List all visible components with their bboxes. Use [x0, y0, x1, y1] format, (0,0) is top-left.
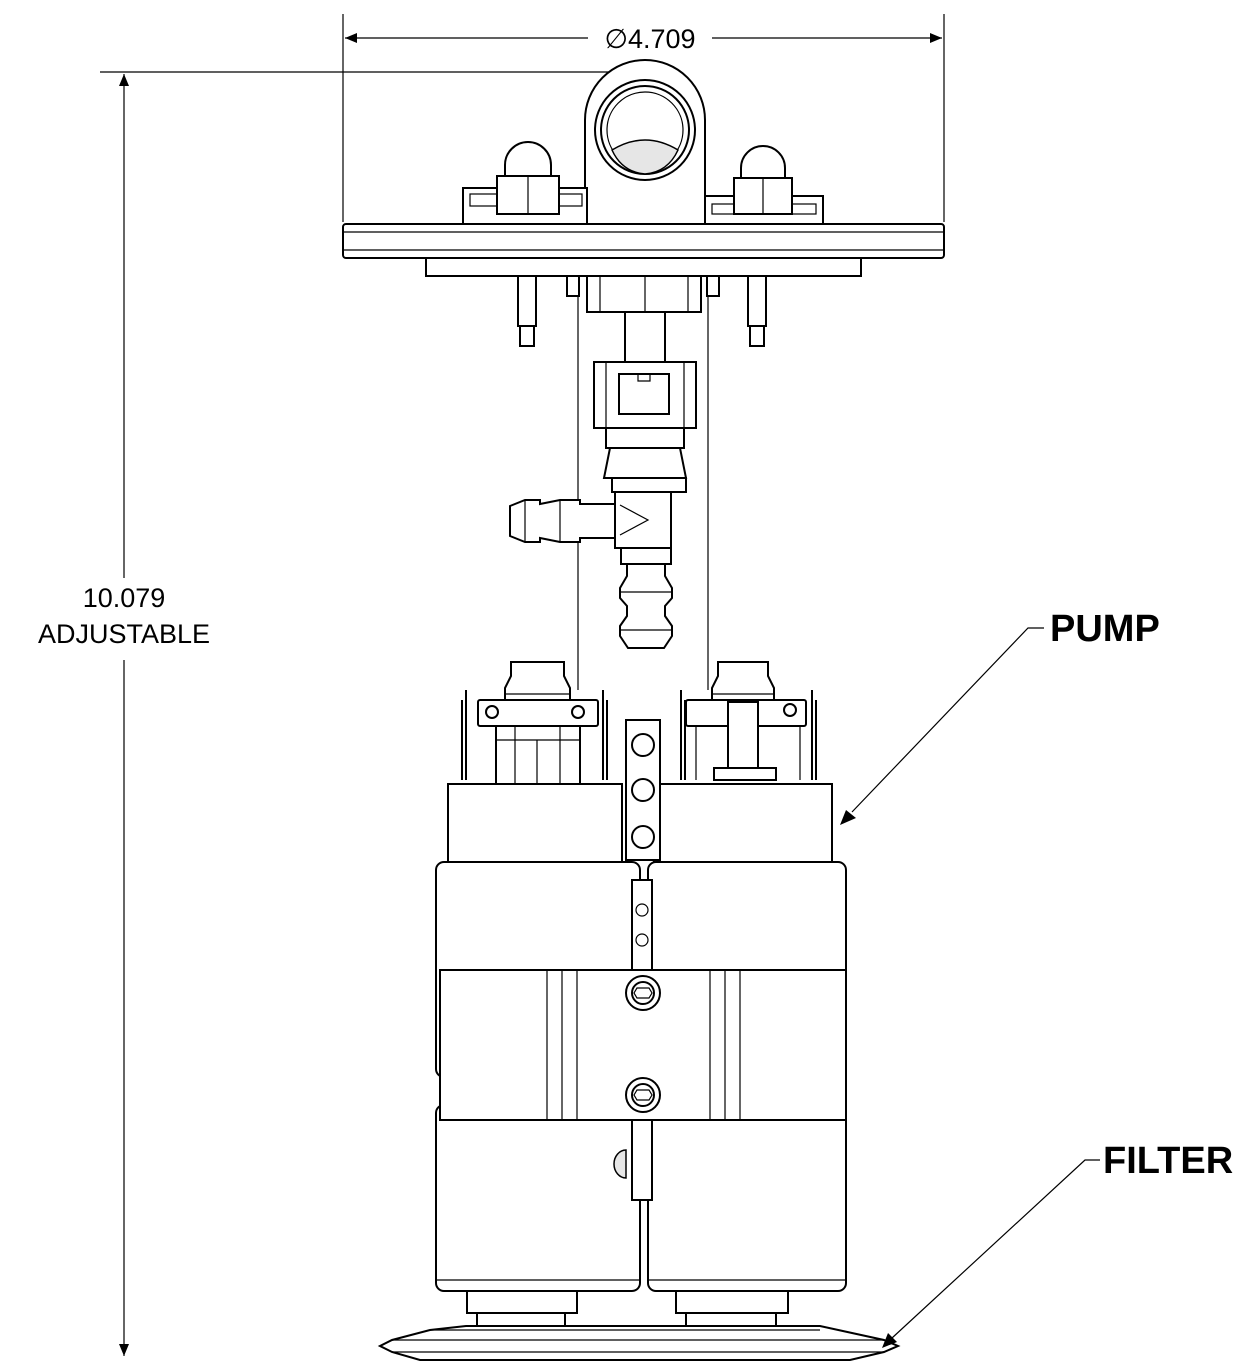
clamp-bolt-upper: [625, 975, 661, 1011]
filter-leader-arrow: [882, 1333, 897, 1348]
pump-label: PUMP: [1050, 608, 1160, 650]
svg-text:∅4.709: ∅4.709: [604, 24, 695, 54]
right-pump-inlet: [675, 1290, 789, 1328]
quick-connect-fitting: [593, 311, 697, 493]
filter-sock: [377, 1325, 901, 1361]
clamp-bolt-lower: [625, 1077, 661, 1113]
right-stud: [747, 275, 767, 347]
filter-label: FILTER: [1103, 1140, 1233, 1182]
outlet-hex-nut: [566, 275, 720, 313]
filter-callout: FILTER: [882, 1140, 1233, 1348]
pump-callout: PUMP: [840, 608, 1160, 825]
diameter-dimension: ∅4.709: [342, 14, 945, 222]
tee-fitting: [509, 491, 673, 649]
diameter-symbol: ∅: [604, 24, 628, 54]
diameter-value: 4.709: [628, 24, 696, 54]
height-dimension: 10.079 ADJUSTABLE: [38, 71, 640, 1356]
outlet-fitting: [584, 59, 706, 225]
pump-leader-line: [851, 627, 1044, 813]
pump-leader-arrow: [840, 810, 856, 825]
mounting-flange: [342, 223, 945, 277]
left-pump-inlet: [466, 1290, 578, 1328]
right-pump-head: [653, 661, 833, 865]
bracket-holes: [625, 719, 661, 861]
filter-leader-line: [891, 1159, 1100, 1339]
height-value: 10.079: [83, 583, 166, 613]
right-cap-nut: [704, 145, 824, 225]
left-cap-nut: [462, 141, 588, 225]
height-note: ADJUSTABLE: [38, 619, 210, 649]
clamp-band: [439, 969, 847, 1121]
left-stud: [517, 275, 537, 347]
left-pump-head: [447, 661, 623, 865]
